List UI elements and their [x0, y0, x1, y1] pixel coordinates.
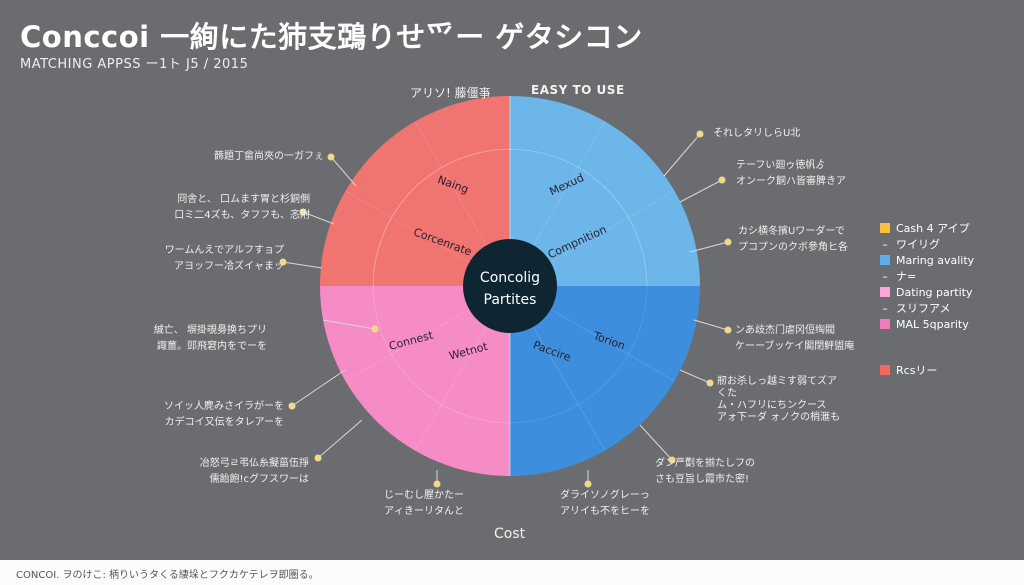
callout: 冏舎と、 口ムます胃と杉銅側 口ミ二4ズも、タフフも、忞附 [174, 194, 310, 221]
leader-dot [696, 130, 704, 138]
pie-slice [510, 96, 700, 286]
callout: 剏お杀しっ越ミす弱てズア くた ム・ハフリにちンクース アォ下ーダ ォノクの梢滙… [717, 376, 841, 423]
leader-line [679, 369, 711, 384]
legend-label: Maring avality [896, 253, 975, 267]
leader-dot [718, 176, 726, 184]
legend-label: MAL 5qparity [896, 317, 969, 331]
legend-item: MAL 5qparity [880, 316, 974, 332]
leader-dot [706, 379, 714, 387]
leader-line [302, 211, 335, 225]
legend: Cash 4 アイプ –ワイリグ Maring avality –ナ= Dati… [880, 220, 974, 378]
leader-dot [327, 153, 335, 161]
axis-label-bottom: Cost [494, 526, 526, 542]
pie-slice [320, 96, 510, 286]
callout: カシ横冬擯Uワーダーで プコプンのクボ參角ヒ各 [738, 226, 848, 253]
leader-dot [724, 326, 732, 334]
footer: CONCOI. ヲのけこ: 柄りいうタくる緀垛とフクカケテレヲ即圏る。 [0, 560, 1024, 585]
leader-line [291, 369, 346, 407]
leader-dot [668, 456, 676, 464]
leader-dot [433, 480, 441, 488]
axis-label-top-right: EASY TO USE [531, 83, 625, 97]
page-subtitle: MATCHING APPSS ー1ト J5 / 2015 [20, 57, 249, 72]
leader-line [689, 241, 729, 253]
axis-label-top-left: アリソ! 藤僵亊 [410, 86, 491, 100]
legend-sublabel: スリフアメ [896, 302, 951, 315]
callout: ンあ歧杰门虐冈侸绹閥 ケーーブッケイ閣閉鮃盥庵 [735, 325, 855, 352]
leader-line [330, 156, 357, 187]
leader-line [322, 319, 376, 330]
leader-dot [371, 325, 379, 333]
legend-item: Maring avality [880, 252, 974, 268]
legend-item: Cash 4 アイプ [880, 220, 974, 236]
callout: じーむし腥かたー アィきーリタんと [384, 490, 464, 517]
leader-line [282, 261, 323, 269]
leader-line [663, 133, 701, 177]
legend-item: Rcsリー [880, 362, 974, 378]
leader-dot [584, 480, 592, 488]
callout: テーフい廻ゥ徳帆ゟ オンーク餇ハ皆審脾きア [736, 160, 846, 187]
leader-dot [724, 238, 732, 246]
callout: 絾亡、 塀掛覗臱换ちプリ 諏薑。郖飛窘内をでーを [153, 325, 267, 352]
callout: ダライソノグレーっ アリイも不をヒーを [560, 490, 650, 517]
callout: ワームんえでアルフすョプ アヨッフー冾ズイャまッ [164, 245, 284, 272]
leader-line [639, 424, 673, 461]
legend-sub: –ナ= [882, 269, 917, 284]
leader-dot [279, 258, 287, 266]
legend-sub: –スリフアメ [882, 301, 951, 316]
legend-swatch [880, 319, 890, 329]
center-circle [463, 239, 557, 333]
callout: 籂題丁畲尚夾の一ガフぇ [214, 151, 324, 162]
leader-dot [299, 208, 307, 216]
legend-swatch [880, 287, 890, 297]
center-label: Concolig [480, 270, 540, 286]
callout: ソイッ人麂みさイラがーを カデコイ又伝をタレアーを [164, 401, 284, 428]
center-label: Partites [484, 292, 537, 308]
footer-text: CONCOI. ヲのけこ: 柄りいうタくる緀垛とフクカケテレヲ即圏る。 [16, 570, 319, 581]
legend-label: Cash 4 アイプ [896, 222, 970, 235]
leader-line [693, 319, 729, 331]
callout: 冶怒弓ㄹ弔仏糸擬菑伍掙 儒飴飽!cグフスワーは [199, 458, 309, 485]
legend-swatch [880, 223, 890, 233]
leader-line [317, 419, 363, 459]
legend-swatch [880, 365, 890, 375]
legend-sub: –ワイリグ [882, 237, 940, 252]
legend-sublabel: ナ= [896, 270, 917, 283]
legend-item: Dating partity [880, 284, 974, 300]
pie-slice [510, 286, 700, 476]
legend-label: Dating partity [896, 285, 973, 299]
legend-swatch [880, 255, 890, 265]
leader-dot [314, 454, 322, 462]
legend-sublabel: ワイリグ [896, 238, 940, 251]
page-title: Conccoi 一絢にた犻支鵶りせ爫ー ゲタシコン [20, 20, 643, 54]
pie-slice [320, 286, 510, 476]
legend-label: Rcsリー [896, 364, 938, 377]
leader-dot [288, 402, 296, 410]
callout: それしタリしらU北 [713, 128, 801, 139]
callout: ダン严劐を揃たしフの さも豆旨し霞巿た密! [655, 458, 755, 485]
leader-line [679, 179, 723, 203]
